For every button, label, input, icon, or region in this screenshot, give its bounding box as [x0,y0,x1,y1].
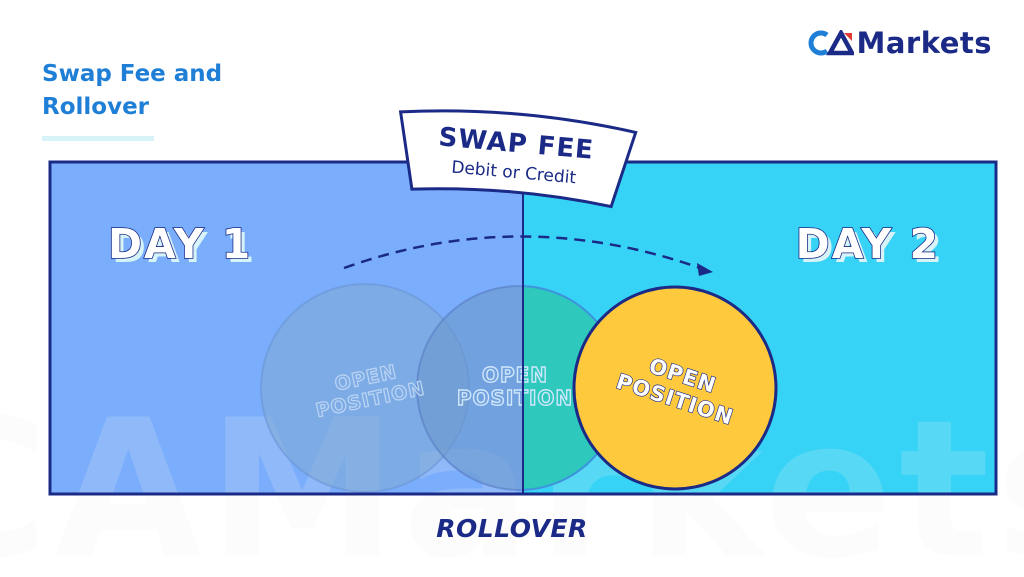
open-position-faded-2-label: OPEN POSITION [456,362,573,410]
page-title-line2: Rollover [42,94,150,120]
page-title-line1: Swap Fee and [42,61,223,87]
svg-text:POSITION: POSITION [457,386,573,410]
logo-wordmark: Markets [856,26,992,60]
svg-text:OPEN: OPEN [482,363,548,387]
logo-mark-icon [808,30,855,56]
title-underline [42,136,154,141]
swap-fee-banner: SWAP FEE Debit or Credit [398,109,638,209]
rollover-arrow [343,235,701,270]
arrow-head-icon [697,263,713,276]
day2-label: DAY 2 [796,220,940,268]
day2-label-shadow: DAY 2 [800,224,944,272]
page-title: Swap Fee and Rollover [42,58,222,124]
day1-label: DAY 1 [108,220,252,268]
day1-label-shadow: DAY 1 [112,224,256,272]
rollover-label: ROLLOVER [436,514,588,543]
brand-logo: CA Markets [808,26,992,60]
open-position-active [572,285,778,491]
